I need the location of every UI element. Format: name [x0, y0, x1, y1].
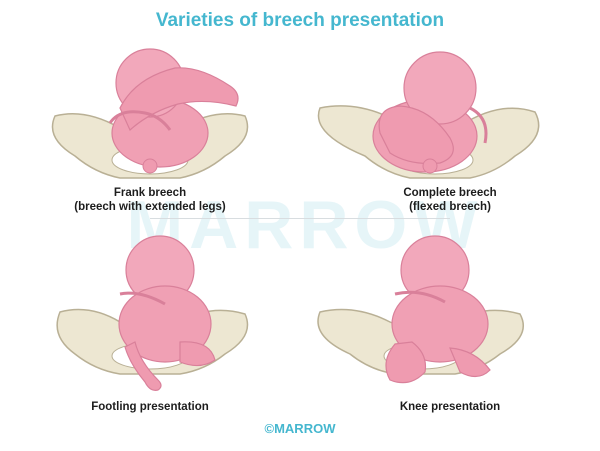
- knee-presentation-illustration: [317, 235, 524, 384]
- panel-knee-presentation: Knee presentation: [300, 232, 600, 413]
- frank-breech-illustration: [51, 48, 249, 179]
- fetus-body: [391, 285, 489, 363]
- fetus-arm: [119, 291, 166, 306]
- fetus-extended-foot: [124, 341, 162, 391]
- fetus-knee: [385, 341, 427, 384]
- frank-breech-caption: Frank breech (breech with extended legs): [0, 186, 300, 214]
- panel-complete-breech: Complete breech (flexed breech): [300, 38, 600, 213]
- diagram-title: Varieties of breech presentation: [155, 10, 445, 31]
- caption-line-1: Complete breech: [403, 187, 497, 199]
- panel-footling-presentation: Footling presentation: [0, 232, 300, 413]
- fetus-head: [403, 51, 477, 125]
- fetus-flexed-legs: [378, 105, 454, 165]
- footling-presentation-caption: Footling presentation: [0, 400, 300, 414]
- complete-breech-caption: Complete breech (flexed breech): [300, 186, 600, 214]
- caption-line-1: Knee presentation: [399, 401, 501, 413]
- fetus-leg: [449, 347, 491, 378]
- caption-line-2: (breech with extended legs): [74, 201, 226, 213]
- knee-presentation-caption: Knee presentation: [300, 400, 600, 414]
- fetus-flexed-leg: [179, 341, 216, 367]
- fetus-arm: [394, 290, 446, 304]
- copyright-brand: ©MARROW: [264, 421, 336, 436]
- footling-presentation-illustration: [56, 235, 249, 391]
- caption-line-1: Footling presentation: [91, 401, 209, 413]
- center-divider: [150, 218, 450, 219]
- complete-breech-illustration: [317, 51, 540, 179]
- caption-line-2: (flexed breech): [409, 201, 491, 213]
- fetus-arm: [469, 106, 488, 144]
- caption-line-1: Frank breech: [113, 187, 187, 199]
- fetus-arm: [108, 110, 172, 131]
- panel-frank-breech: Frank breech (breech with extended legs): [0, 38, 300, 213]
